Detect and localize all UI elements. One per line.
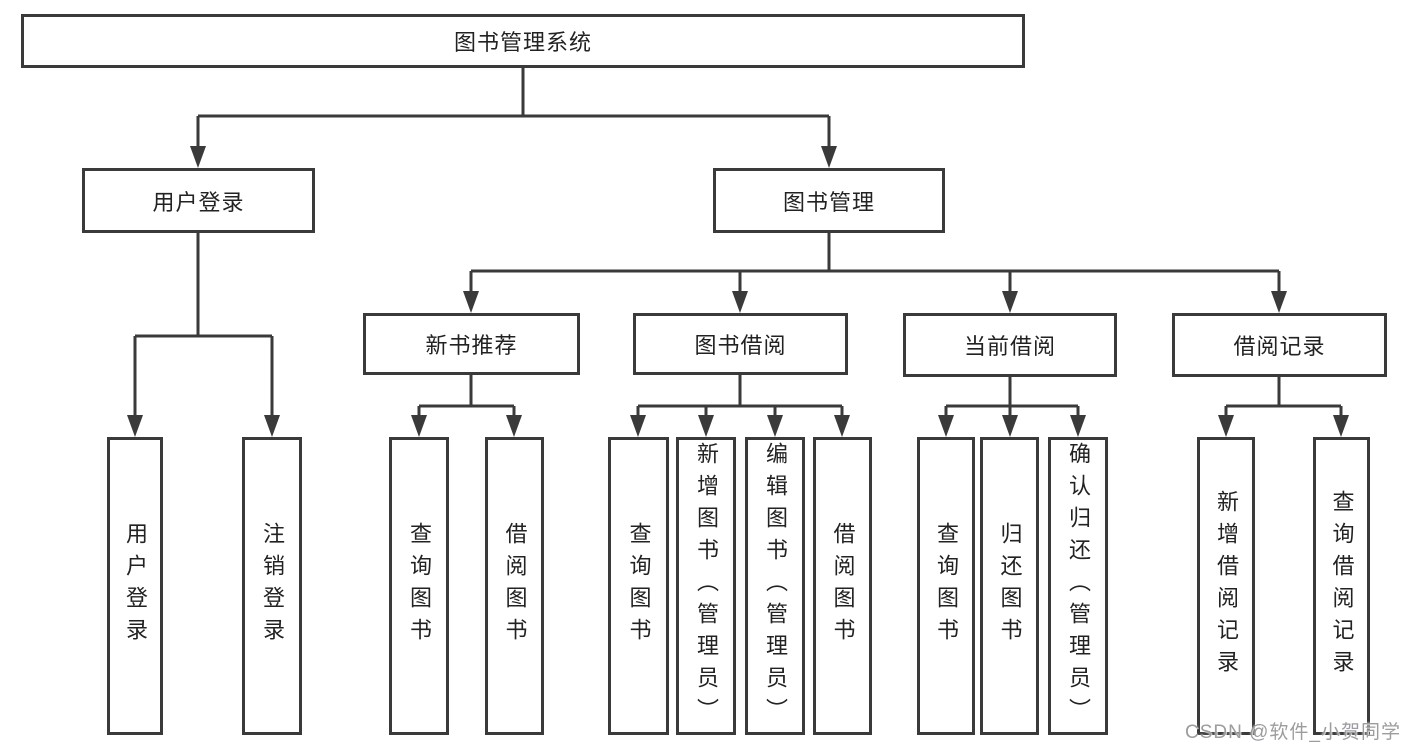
node-records-query-record: 查询借阅记录: [1313, 437, 1370, 735]
node-current-return-books: 归还图书: [980, 437, 1039, 735]
node-new-book-recommend: 新书推荐: [363, 313, 580, 375]
node-new-book-recommend-label: 新书推荐: [425, 333, 518, 358]
node-borrow-records-label: 借阅记录: [1233, 334, 1326, 359]
node-borrow-query-books: 查询图书: [608, 437, 669, 735]
node-login: 用户登录: [107, 437, 163, 735]
node-borrow-edit-label: 编辑图书（管理员）: [763, 442, 788, 730]
node-newbook-query-books: 查询图书: [389, 437, 449, 735]
node-book-borrow: 图书借阅: [633, 313, 848, 375]
node-borrow-borrow-books: 借阅图书: [813, 437, 872, 735]
node-logout-label: 注销登录: [260, 522, 285, 650]
node-login-label: 用户登录: [123, 522, 148, 650]
node-borrow-edit-books-admin: 编辑图书（管理员）: [745, 437, 805, 735]
node-current-confirm-label: 确认归还（管理员）: [1066, 442, 1091, 730]
node-borrow-borrow-label: 借阅图书: [830, 522, 856, 650]
node-book-management: 图书管理: [713, 168, 945, 233]
node-logout: 注销登录: [242, 437, 302, 735]
node-current-query-books: 查询图书: [917, 437, 975, 735]
node-book-management-label: 图书管理: [782, 189, 875, 215]
node-user-login-label: 用户登录: [152, 189, 245, 215]
node-records-query-label: 查询借阅记录: [1329, 490, 1355, 682]
node-newbook-query-label: 查询图书: [407, 522, 432, 650]
node-newbook-borrow-books: 借阅图书: [485, 437, 544, 735]
node-current-borrow-label: 当前借阅: [963, 334, 1056, 359]
node-book-borrow-label: 图书借阅: [694, 333, 787, 358]
node-borrow-add-books-admin: 新增图书（管理员）: [676, 437, 736, 735]
node-borrow-add-label: 新增图书（管理员）: [694, 442, 719, 730]
node-borrow-query-label: 查询图书: [626, 522, 652, 650]
node-borrow-records: 借阅记录: [1172, 313, 1387, 377]
node-root-system: 图书管理系统: [21, 14, 1025, 68]
node-records-add-record: 新增借阅记录: [1197, 437, 1255, 735]
node-newbook-borrow-label: 借阅图书: [502, 522, 528, 650]
csdn-watermark: CSDN @软件_小贺同学: [1185, 722, 1401, 743]
node-current-confirm-return-admin: 确认归还（管理员）: [1048, 437, 1108, 735]
node-current-query-label: 查询图书: [934, 522, 959, 650]
node-user-login: 用户登录: [82, 168, 315, 233]
node-current-borrow: 当前借阅: [903, 313, 1117, 377]
node-root-label: 图书管理系统: [453, 30, 592, 55]
node-records-add-label: 新增借阅记录: [1214, 490, 1239, 682]
node-current-return-label: 归还图书: [997, 522, 1023, 650]
